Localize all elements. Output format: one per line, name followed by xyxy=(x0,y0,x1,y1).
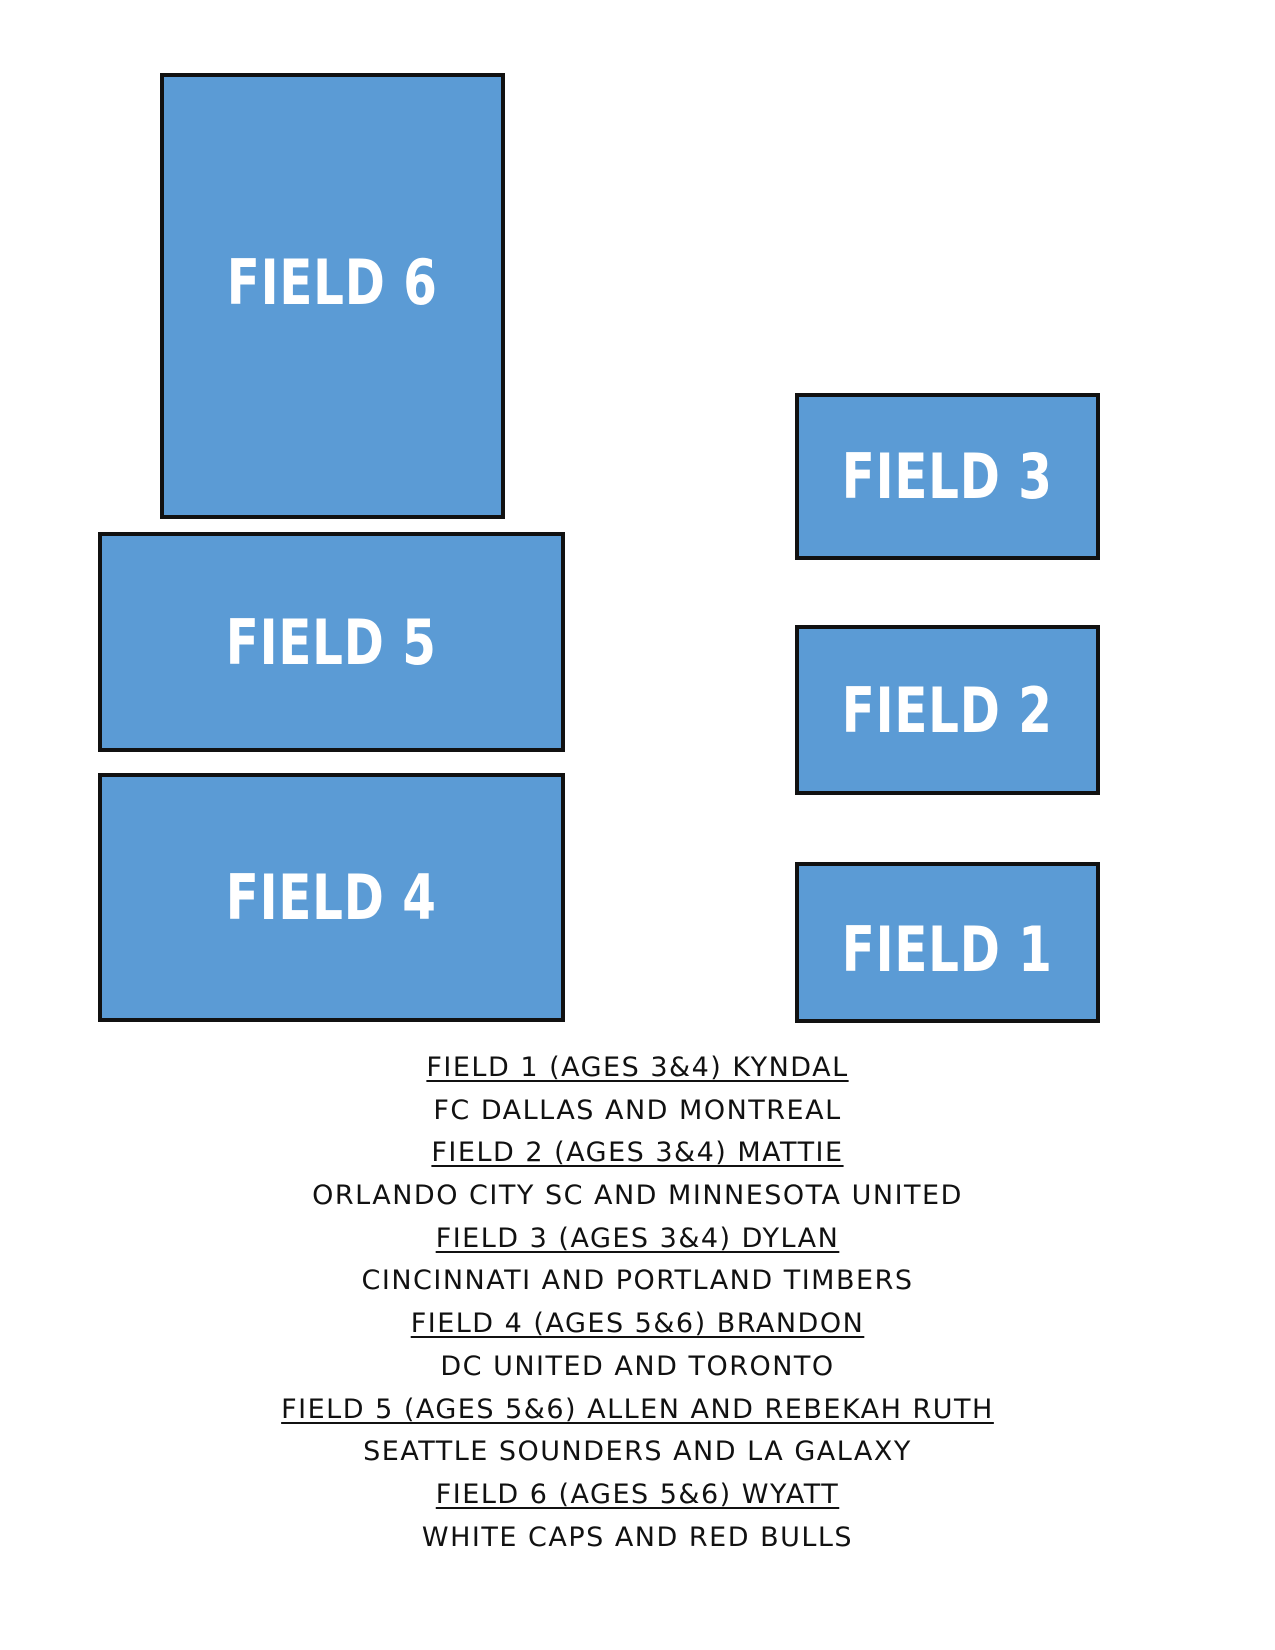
legend-heading-field-3: FIELD 3 (AGES 3&4) DYLAN xyxy=(435,1222,840,1254)
legend-teams-field-1: FC DALLAS AND MONTREAL xyxy=(433,1094,842,1126)
field-3-label: FIELD 3 xyxy=(842,440,1053,513)
field-5-box: FIELD 5 xyxy=(98,532,565,752)
field-4-label: FIELD 4 xyxy=(226,861,437,934)
field-1-label: FIELD 1 xyxy=(842,913,1053,986)
field-4-box: FIELD 4 xyxy=(98,773,565,1022)
legend-teams-field-4: DC UNITED AND TORONTO xyxy=(440,1350,835,1382)
field-assignments-legend: FIELD 1 (AGES 3&4) KYNDAL FC DALLAS AND … xyxy=(0,1047,1275,1559)
legend-heading-field-2: FIELD 2 (AGES 3&4) MATTIE xyxy=(431,1137,844,1169)
legend-teams-field-2: ORLANDO CITY SC AND MINNESOTA UNITED xyxy=(312,1180,963,1212)
legend-teams-field-6: WHITE CAPS AND RED BULLS xyxy=(421,1521,854,1553)
legend-heading-field-1: FIELD 1 (AGES 3&4) KYNDAL xyxy=(426,1052,849,1083)
field-6-box: FIELD 6 xyxy=(160,73,505,519)
legend-teams-field-3: CINCINNATI AND PORTLAND TIMBERS xyxy=(361,1265,914,1297)
legend-teams-field-5: SEATTLE SOUNDERS AND LA GALAXY xyxy=(363,1436,912,1468)
legend-heading-field-4: FIELD 4 (AGES 5&6) BRANDON xyxy=(410,1308,865,1340)
field-2-box: FIELD 2 xyxy=(795,625,1100,795)
field-1-box: FIELD 1 xyxy=(795,862,1100,1023)
field-5-label: FIELD 5 xyxy=(226,605,437,679)
legend-heading-field-5: FIELD 5 (AGES 5&6) ALLEN AND REBEKAH RUT… xyxy=(281,1393,994,1425)
field-3-box: FIELD 3 xyxy=(795,393,1100,560)
field-6-label: FIELD 6 xyxy=(227,245,438,319)
field-2-label: FIELD 2 xyxy=(842,673,1053,747)
legend-heading-field-6: FIELD 6 (AGES 5&6) WYATT xyxy=(435,1478,840,1510)
